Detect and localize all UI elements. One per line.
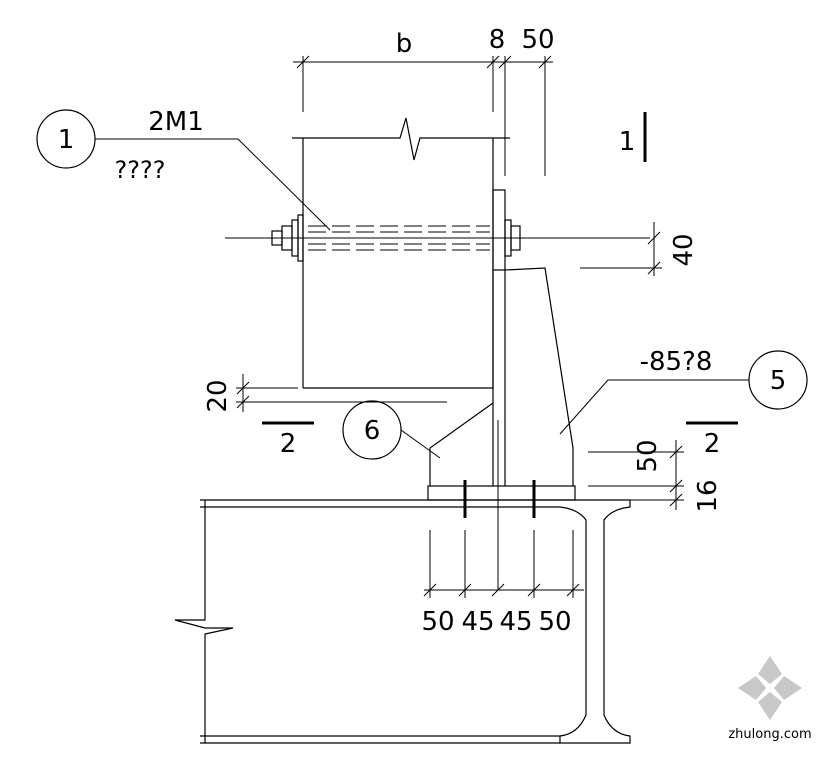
right-tick-1 [647, 231, 661, 245]
beam-break-symbol [174, 500, 234, 743]
top-tick-2 [486, 55, 500, 69]
top-tick-1 [296, 55, 310, 69]
top-dimensions: b 8 50 [293, 25, 555, 176]
support-bracket [427, 267, 576, 590]
section-mark-2-right: 2 [704, 429, 721, 459]
left-tick-2 [236, 395, 250, 409]
stiffener-plate-6 [429, 402, 494, 486]
watermark-text: zhulong.com [728, 727, 811, 742]
top-tick-3 [498, 55, 512, 69]
watermark: zhulong.com [728, 656, 812, 742]
right-tick-3 [669, 445, 683, 459]
bottom-tick-4 [527, 583, 541, 597]
dim-50-bottom-left: 50 [421, 607, 454, 637]
bolt-spec: 2M1 [148, 107, 204, 137]
bolt-assembly [225, 189, 650, 271]
top-tick-4 [538, 55, 552, 69]
section-marks: 1 2 2 [262, 112, 738, 459]
bolt-note: ???? [115, 156, 166, 184]
dim-50-right: 50 [633, 439, 663, 472]
leader-plate-5 [559, 379, 749, 435]
bottom-tick-3 [491, 583, 505, 597]
plate-spec: -85?8 [640, 347, 713, 377]
upper-member-break-line [292, 117, 510, 161]
left-dimensions: 20 [203, 374, 447, 413]
dim-16: 16 [693, 479, 723, 512]
upper-member [292, 117, 510, 389]
right-tick-4 [669, 479, 683, 493]
leader-plate-6 [400, 429, 441, 459]
dim-20: 20 [203, 379, 233, 412]
dim-45-bottom-left: 45 [461, 607, 494, 637]
lower-i-beam [174, 499, 631, 744]
leader-bolt [95, 138, 331, 231]
bolt-plate-left [297, 214, 304, 262]
dim-50-top: 50 [521, 25, 554, 55]
callout-5-label: 5 [770, 366, 787, 396]
section-mark-1: 1 [619, 127, 636, 157]
connection-plate-upper [492, 189, 506, 271]
beam-section-profile [559, 500, 631, 744]
stiffener-plate-5 [504, 267, 574, 486]
bottom-tick-2 [458, 583, 472, 597]
right-tick-5 [669, 493, 683, 507]
bolt-nut-right [510, 225, 521, 251]
dim-b: b [396, 29, 413, 59]
section-mark-2-left: 2 [280, 429, 297, 459]
dim-40: 40 [669, 233, 699, 266]
callout-6-label: 6 [364, 416, 381, 446]
bottom-tick-1 [423, 583, 437, 597]
callouts: 1 2M1 ???? 5 -85?8 6 [36, 107, 808, 460]
right-dimensions: 40 50 16 [580, 222, 723, 513]
right-tick-2 [647, 261, 661, 275]
dim-8-top: 8 [489, 25, 506, 55]
bottom-dimensions: 50 45 45 50 [421, 530, 584, 637]
watermark-logo [738, 656, 802, 720]
callout-1-label: 1 [58, 125, 75, 155]
dim-45-bottom-right: 45 [499, 607, 532, 637]
bottom-tick-5 [566, 583, 580, 597]
dim-50-bottom-right: 50 [538, 607, 571, 637]
left-tick-1 [236, 381, 250, 395]
base-plate [427, 485, 576, 501]
